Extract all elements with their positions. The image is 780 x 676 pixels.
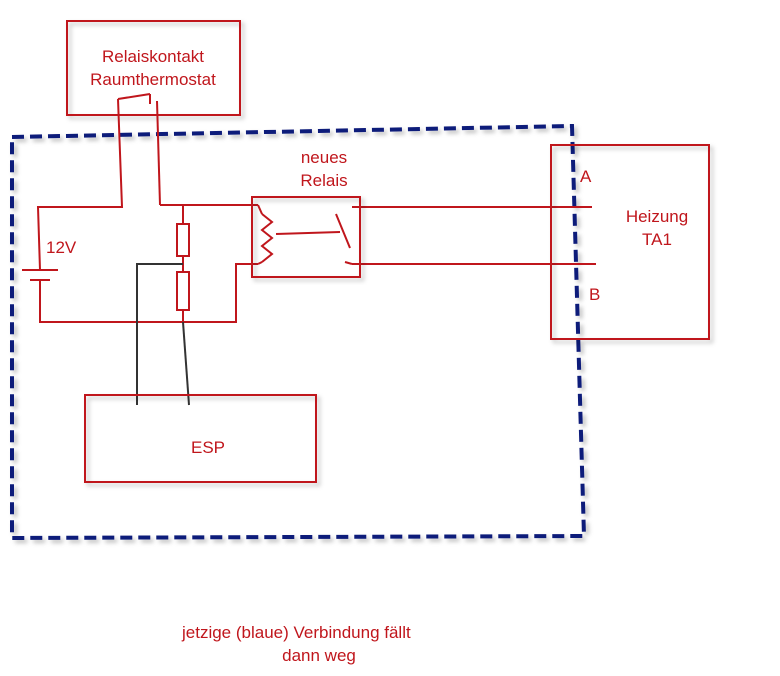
thermostat-relay-box (66, 20, 241, 116)
terminal-a-label: A (580, 167, 592, 186)
relay-label-line1: neues (301, 148, 347, 167)
relay-coil-leads (257, 204, 263, 265)
resistor-lower (176, 271, 190, 311)
new-relay-box (251, 196, 361, 278)
esp-box (84, 394, 317, 483)
thermostat-switch-contact (117, 93, 151, 104)
heater-label-line1: Heizung (626, 207, 688, 226)
voltage-label: 12V (46, 238, 77, 257)
thermostat-label-line1: Relaiskontakt (102, 47, 204, 66)
dashed-existing-connection (10, 123, 587, 541)
heater-ta1-box (550, 144, 710, 340)
thermostat-label-line2: Raumthermostat (90, 70, 216, 89)
esp-label: ESP (191, 438, 225, 457)
wires (36, 98, 596, 323)
esp-signal-wires (136, 263, 190, 406)
relay-label-line2: Relais (300, 171, 347, 190)
legend-text-line1: jetzige (blaue) Verbindung fällt (181, 623, 411, 642)
relay-coil (260, 213, 274, 263)
battery-12v (22, 269, 58, 290)
terminal-b-label: B (589, 285, 600, 304)
resistor-upper (176, 223, 190, 257)
heater-label-line2: TA1 (642, 230, 672, 249)
legend-text-line2: dann weg (282, 646, 356, 665)
